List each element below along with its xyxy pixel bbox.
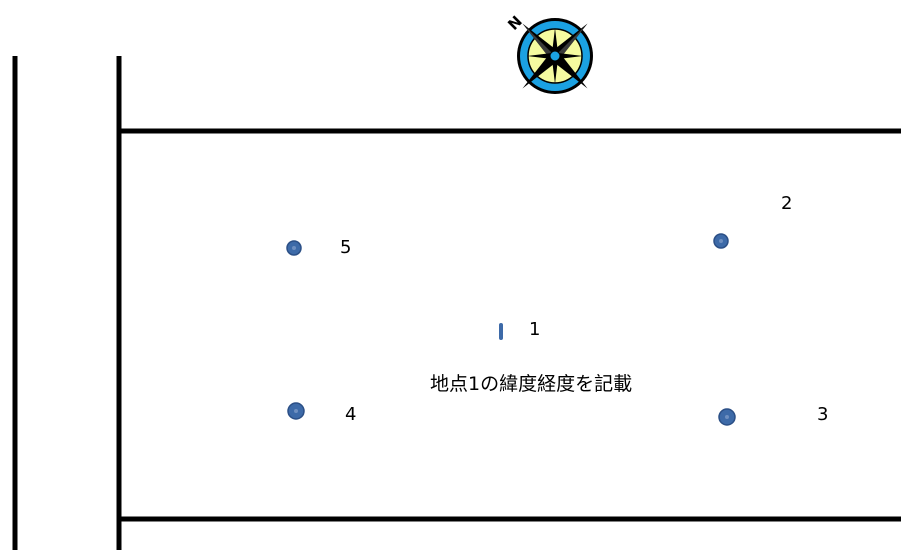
compass-rose-icon: N bbox=[504, 12, 593, 94]
compass-north-label: N bbox=[504, 12, 526, 34]
point-label-3: 3 bbox=[817, 404, 829, 425]
point-marker-3 bbox=[718, 408, 736, 426]
point-marker-4 bbox=[287, 402, 305, 420]
point-marker-5 bbox=[286, 240, 302, 256]
point-label-4: 4 bbox=[345, 404, 357, 425]
point-label-2: 2 bbox=[781, 193, 793, 214]
point-marker-2 bbox=[713, 233, 729, 249]
location-note: 地点1の緯度経度を記載 bbox=[430, 373, 633, 395]
point-label-1: 1 bbox=[529, 319, 541, 340]
point-marker-1 bbox=[499, 323, 503, 340]
point-label-5: 5 bbox=[340, 237, 352, 258]
